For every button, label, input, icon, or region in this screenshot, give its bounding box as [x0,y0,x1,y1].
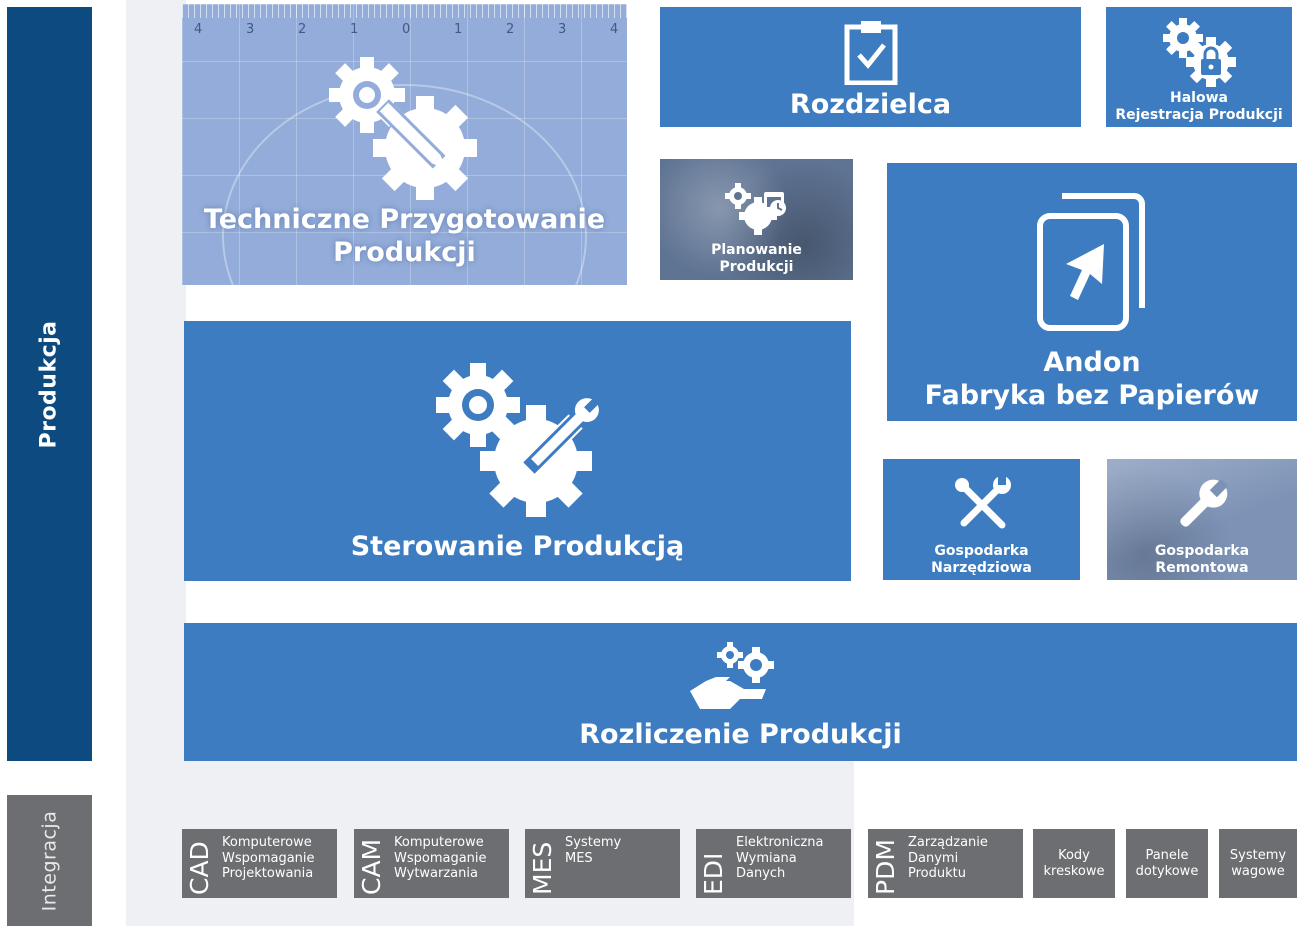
tablet-pointer-icon [1032,192,1152,332]
gear-pencil-icon [315,50,495,201]
sidebar-integracja-label: Integracja [38,810,61,911]
sidebar-integracja: Integracja [7,795,92,926]
clipboard-check-icon [843,19,899,85]
tile-remontowa-title-line2: Remontowa [1155,560,1249,577]
ruler-number: 2 [298,22,307,37]
sidebar-produkcja-label: Produkcja [37,319,62,449]
integration-desc: Systemy MES [565,835,622,866]
ruler-number: 1 [350,22,359,37]
integration-label: Systemy wagowe [1229,847,1287,879]
tools-icon [952,475,1012,535]
tile-planowanie-title-line2: Produkcji [719,259,794,276]
integration-abbr: PDM [871,839,900,895]
tile-andon-title-line1: Andon [1043,346,1141,378]
ruler-number: 1 [454,22,463,37]
tile-rozliczenie-produkcji[interactable]: Rozliczenie Produkcji [184,623,1297,761]
tile-rozdzielca[interactable]: Rozdzielca [660,7,1081,127]
integration-abbr: EDI [699,852,728,895]
integration-cam[interactable]: CAM Komputerowe Wspomaganie Wytwarzania [354,829,509,898]
integration-abbr: CAD [185,841,214,895]
ruler-number: 4 [194,22,203,37]
tile-gospodarka-narzedziowa[interactable]: Gospodarka Narzędziowa [883,459,1080,580]
ruler-number: 3 [246,22,255,37]
tile-techniczne-przygotowanie[interactable]: 4 3 2 1 0 1 2 3 4 [182,4,627,285]
background-panel-left [126,0,186,926]
integration-mes[interactable]: MES Systemy MES [525,829,680,898]
gears-wrench-icon [418,357,618,517]
wrench-icon [1172,475,1232,535]
integration-desc: Elektroniczna Wymiana Danych [736,835,824,881]
integration-abbr: MES [528,841,557,895]
ruler-ticks [182,4,627,18]
integration-desc: Komputerowe Wspomaganie Wytwarzania [394,835,487,881]
ruler-number: 0 [402,22,411,37]
gear-calendar-icon [722,182,792,236]
tile-narzedziowa-title-line2: Narzędziowa [931,560,1032,577]
sidebar-produkcja: Produkcja [7,7,92,761]
integration-panele-dotykowe[interactable]: Panele dotykowe [1126,829,1208,898]
tile-planowanie-produkcji[interactable]: Planowanie Produkcji [660,159,853,280]
tile-sterowanie-produkcja[interactable]: Sterowanie Produkcją [184,321,851,581]
integration-label: Panele dotykowe [1135,847,1199,879]
tile-andon-title-line2: Fabryka bez Papierów [924,380,1260,412]
tile-halowa-title-line1: Halowa [1170,90,1228,107]
ruler-number: 4 [610,22,619,37]
integration-systemy-wagowe[interactable]: Systemy wagowe [1219,829,1297,898]
tile-remontowa-title-line1: Gospodarka [1154,543,1250,560]
integration-kody-kreskowe[interactable]: Kody kreskowe [1033,829,1115,898]
integration-desc: Komputerowe Wspomaganie Projektowania [222,835,315,881]
tile-andon[interactable]: Andon Fabryka bez Papierów [887,163,1297,421]
tile-halowa-rejestracja[interactable]: Halowa Rejestracja Produkcji [1106,7,1292,127]
tile-tpp-title-line1: Techniczne Przygotowanie [203,204,606,236]
ruler-number: 3 [558,22,567,37]
gears-lock-icon [1159,16,1239,88]
integration-edi[interactable]: EDI Elektroniczna Wymiana Danych [696,829,851,898]
tile-planowanie-title-line1: Planowanie [711,242,802,259]
integration-abbr: CAM [357,838,386,895]
tile-rozliczenie-title: Rozliczenie Produkcji [579,718,902,750]
tile-gospodarka-remontowa[interactable]: Gospodarka Remontowa [1107,459,1297,580]
integration-desc: Zarządzanie Danymi Produktu [908,835,988,881]
tile-halowa-title-line2: Rejestracja Produkcji [1115,107,1283,124]
integration-cad[interactable]: CAD Komputerowe Wspomaganie Projektowani… [182,829,337,898]
tile-tpp-title-line2: Produkcji [333,236,476,268]
ruler-number: 2 [506,22,515,37]
integration-pdm[interactable]: PDM Zarządzanie Danymi Produktu [868,829,1023,898]
tile-sterowanie-title: Sterowanie Produkcją [350,530,685,562]
tile-rozdzielca-title: Rozdzielca [789,88,952,120]
handshake-gears-icon [686,639,796,715]
tile-narzedziowa-title-line1: Gospodarka [934,543,1029,560]
integration-label: Kody kreskowe [1043,847,1105,879]
